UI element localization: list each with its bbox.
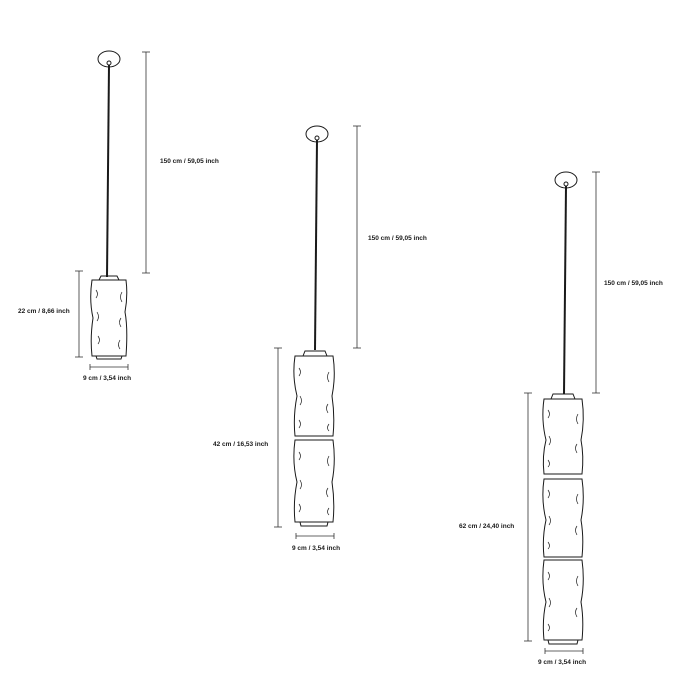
lamp-2-cable-length-label: 150 cm / 59,05 inch	[368, 235, 427, 242]
lamp-3-canopy-hole	[563, 181, 569, 187]
lamp-1-top-cap	[98, 275, 120, 281]
lamp-2-bottom-cap	[299, 521, 329, 527]
lamp-1-shade	[90, 279, 128, 357]
lamp-1-dimension-lines	[75, 51, 150, 370]
lamp-3-height-label: 62 cm / 24,40 inch	[459, 523, 514, 530]
lamp-3-top-cap	[550, 393, 576, 400]
lamp-2-shade-upper	[293, 355, 335, 437]
lamp-2-shade-lower	[293, 439, 335, 523]
lamp-1-cable	[106, 64, 110, 278]
lamp-2-height-label: 42 cm / 16,53 inch	[213, 441, 268, 448]
lamp-1-height-label: 22 cm / 8,66 inch	[18, 308, 70, 315]
lamp-3-shade-lower	[542, 559, 584, 641]
lamp-3-shade-upper	[542, 398, 584, 475]
lamp-2-width-label: 9 cm / 3,54 inch	[292, 545, 340, 552]
lamp-1	[90, 50, 128, 360]
lamp-2-canopy-hole	[314, 135, 320, 141]
lamp-1-width-label: 9 cm / 3,54 inch	[83, 375, 131, 382]
lamp-3-width-label: 9 cm / 3,54 inch	[538, 659, 586, 666]
lamp-2-shade-texture	[298, 367, 330, 516]
lamp-1-bottom-cap	[95, 355, 123, 360]
lamp-2-top-cap	[302, 350, 328, 357]
lamp-2	[293, 125, 335, 527]
lamp-3-shade-texture	[547, 409, 579, 632]
lamp-3-cable-length-label: 150 cm / 59,05 inch	[604, 280, 663, 287]
lamp-3-cable	[563, 185, 567, 395]
lamp-3-bottom-cap	[547, 639, 579, 645]
lamp-1-cable-length-label: 150 cm / 59,05 inch	[160, 158, 219, 165]
lamp-3	[542, 171, 584, 645]
lamp-2-cable	[314, 139, 318, 351]
lamp-1-shade-texture	[95, 289, 123, 350]
lamp-1-canopy-hole	[106, 60, 112, 66]
lamp-3-dimension-lines	[524, 171, 600, 654]
lamp-3-shade-middle	[542, 478, 584, 558]
lamp-2-dimension-lines	[274, 125, 361, 539]
